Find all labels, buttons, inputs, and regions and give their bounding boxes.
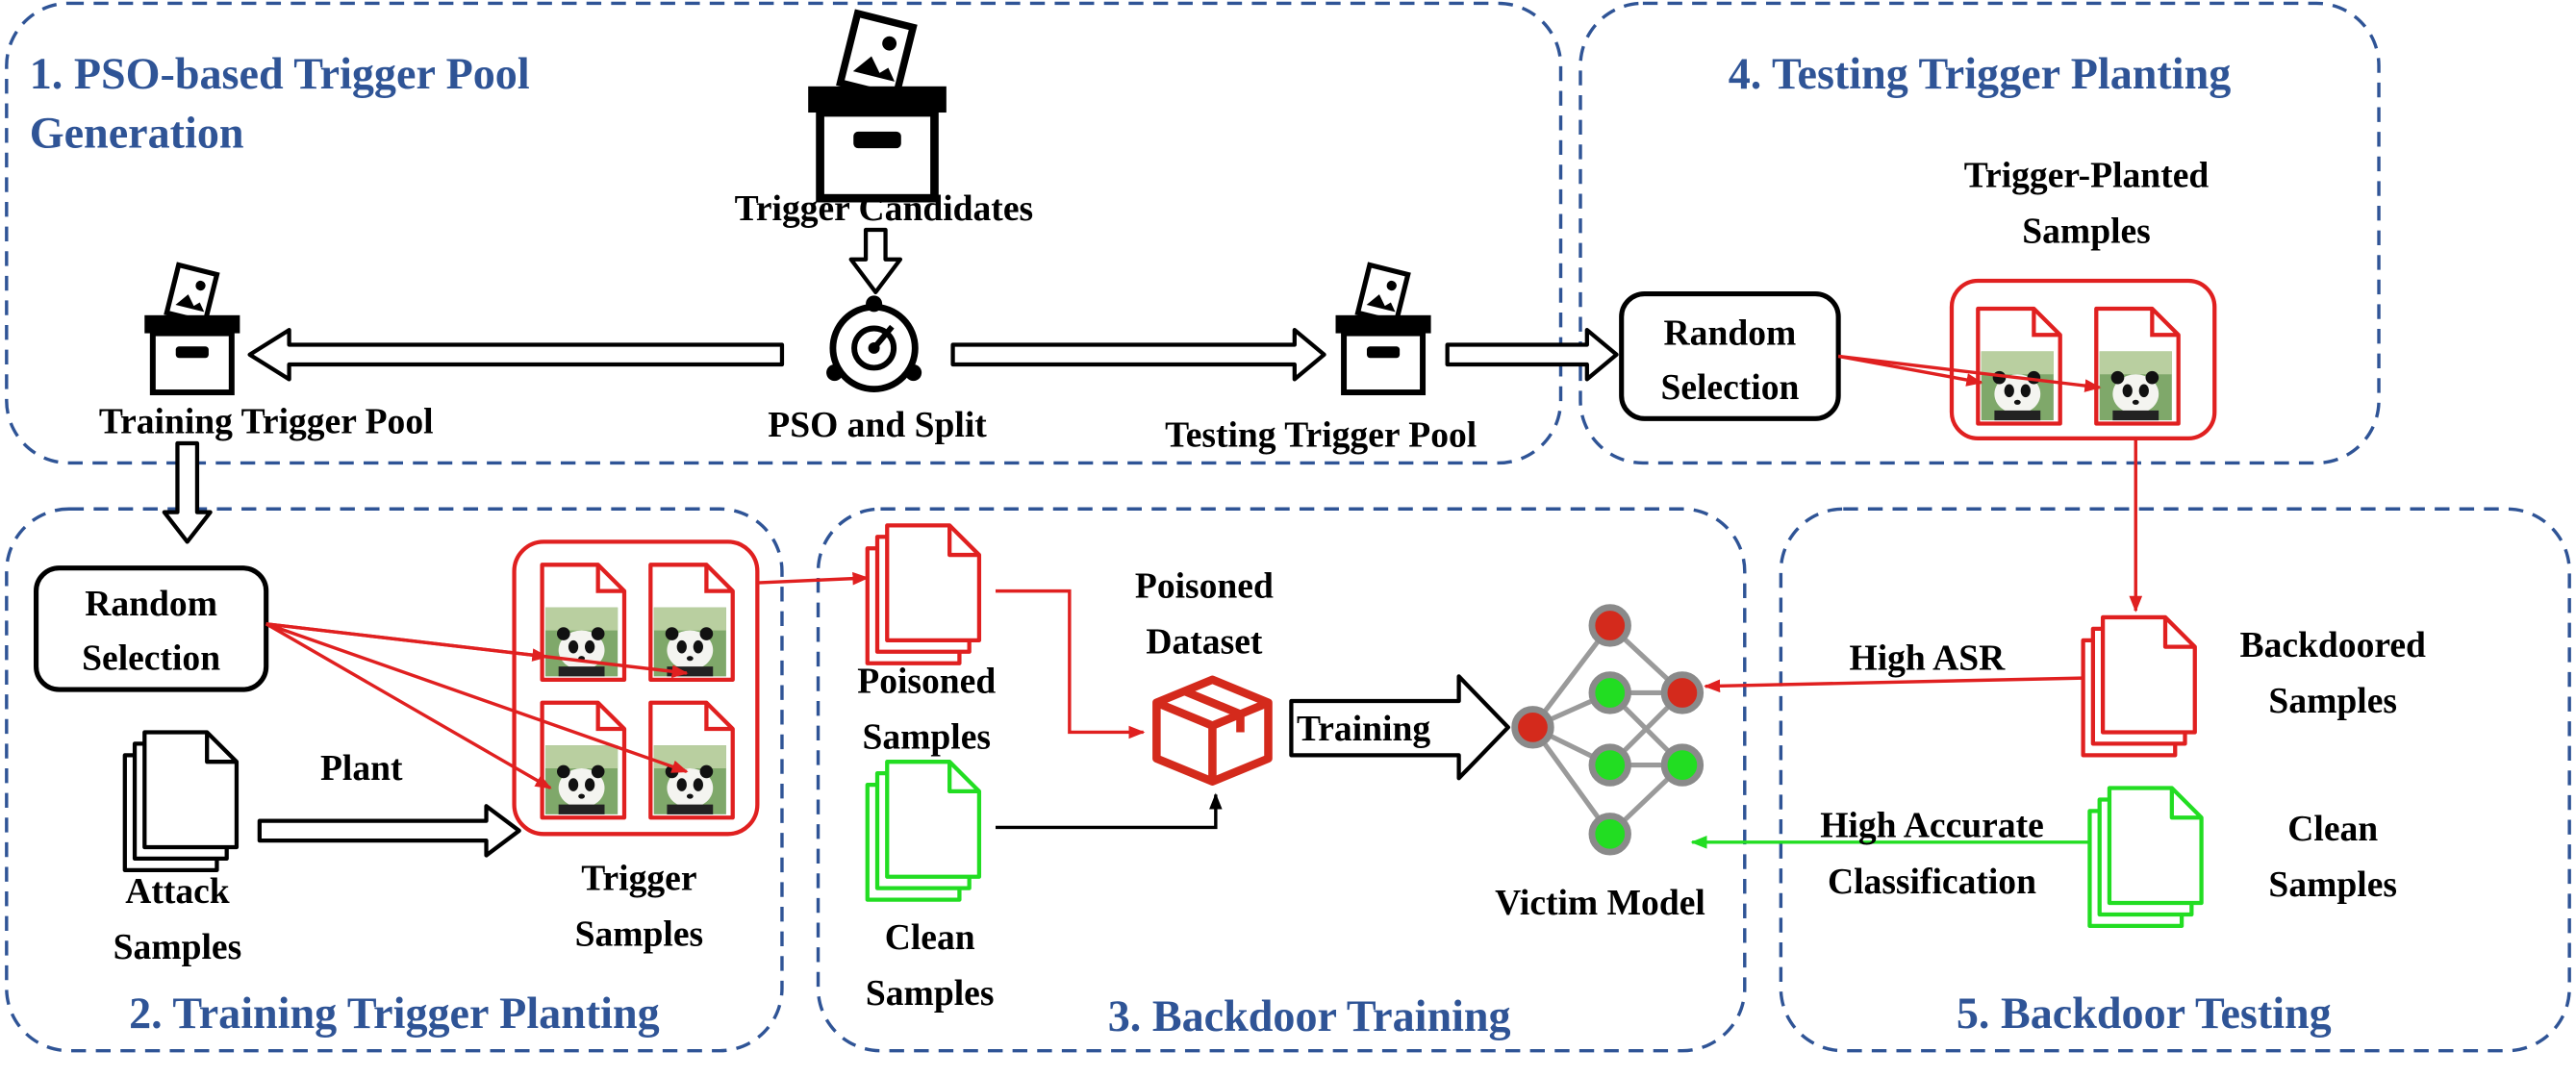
hollow-arrow-down	[848, 227, 903, 295]
poisoned-dataset-line2: Dataset	[1146, 623, 1262, 663]
panel-2-border	[5, 507, 784, 1053]
high-accurate-line1: High Accurate	[1820, 807, 2044, 846]
clean-samples-line1: Clean	[885, 918, 975, 958]
panel-1-border	[5, 1, 1563, 465]
attack-samples-line2: Samples	[114, 928, 242, 967]
panel-4-border	[1578, 1, 2381, 465]
pso-target-icon	[826, 295, 922, 393]
random-selection-top-line1: Random	[1664, 314, 1797, 354]
neural-network-icon	[1511, 604, 1705, 856]
panel-1-title-line2: Generation	[30, 109, 244, 158]
poisoned-samples-line2: Samples	[862, 718, 991, 758]
red-arrow-asr	[1704, 676, 2084, 693]
training-pool-box-icon	[144, 265, 240, 393]
red-arrow	[265, 622, 689, 678]
clean-samples-line2: Samples	[866, 974, 995, 1014]
red-arrow	[265, 622, 689, 774]
red-arrow	[757, 571, 870, 586]
trigger-planted-label-line2: Samples	[2022, 213, 2151, 252]
panel-1-title-line1: 1. PSO-based Trigger Pool	[30, 49, 530, 98]
backdoored-samples-line1: Backdoored	[2240, 626, 2426, 665]
clean-samples-stack	[868, 762, 979, 899]
panel-2-title: 2. Training Trigger Planting	[129, 989, 660, 1038]
panda-photo-icon	[650, 564, 732, 680]
image-box-icon	[808, 13, 947, 198]
random-selection-line1: Random	[85, 585, 217, 624]
random-selection-top-line2: Selection	[1660, 368, 1799, 408]
hollow-arrow-to-panel2	[162, 440, 213, 544]
high-accurate-line2: Classification	[1828, 863, 2036, 902]
panda-photo-icon	[2096, 309, 2178, 424]
trigger-samples-line1: Trigger	[581, 859, 696, 898]
clean-samples-test-line2: Samples	[2268, 865, 2397, 905]
red-arrow	[1837, 354, 2102, 392]
training-arrow	[1289, 674, 1510, 781]
red-connector	[995, 589, 1146, 739]
red-arrow	[265, 622, 552, 789]
package-box-icon	[1152, 675, 1273, 786]
clean-samples-test-line1: Clean	[2287, 810, 2378, 849]
training-label: Training	[1297, 710, 1430, 749]
panda-photo-icon	[650, 703, 732, 818]
trigger-planted-group	[1949, 278, 2217, 440]
panel-3-title: 3. Backdoor Training	[1108, 991, 1511, 1040]
victim-model-label: Victim Model	[1495, 884, 1705, 923]
black-connector	[995, 792, 1223, 830]
poisoned-samples-line1: Poisoned	[857, 662, 996, 701]
trigger-candidates-label: Trigger Candidates	[735, 189, 1034, 229]
trigger-samples-group	[512, 539, 760, 837]
hollow-arrow-to-panel4	[1445, 328, 1619, 382]
panel-5-title: 5. Backdoor Testing	[1957, 989, 2332, 1038]
hollow-arrow-plant	[257, 804, 521, 858]
random-selection-box	[34, 565, 269, 692]
pso-and-split-label: PSO and Split	[768, 406, 987, 445]
trigger-planted-label-line1: Trigger-Planted	[1964, 157, 2210, 196]
hollow-arrow-left	[247, 328, 785, 382]
document-stack-icon	[125, 732, 237, 869]
attack-samples-line1: Attack	[125, 872, 230, 912]
panda-photo-icon	[1978, 309, 2059, 424]
trigger-samples-line2: Samples	[575, 914, 704, 954]
training-trigger-pool-label: Training Trigger Pool	[99, 403, 434, 442]
panel-4-title: 4. Testing Trigger Planting	[1729, 49, 2232, 98]
panel-3-border	[816, 507, 1747, 1053]
poisoned-samples-stack	[868, 525, 979, 663]
testing-pool-box-icon	[1336, 265, 1431, 393]
plant-label: Plant	[320, 749, 403, 789]
panel-5-border	[1779, 507, 2571, 1053]
poisoned-dataset-line1: Poisoned	[1135, 566, 1274, 606]
high-asr-label: High ASR	[1849, 639, 2006, 679]
testing-trigger-pool-label: Testing Trigger Pool	[1165, 415, 1477, 455]
panda-photo-icon	[543, 703, 624, 818]
clean-samples-test-stack	[2089, 789, 2201, 926]
backdoored-samples-stack	[2084, 617, 2195, 755]
backdoored-samples-line2: Samples	[2268, 682, 2397, 721]
random-selection-line2: Selection	[82, 639, 220, 679]
hollow-arrow-right	[950, 328, 1326, 382]
